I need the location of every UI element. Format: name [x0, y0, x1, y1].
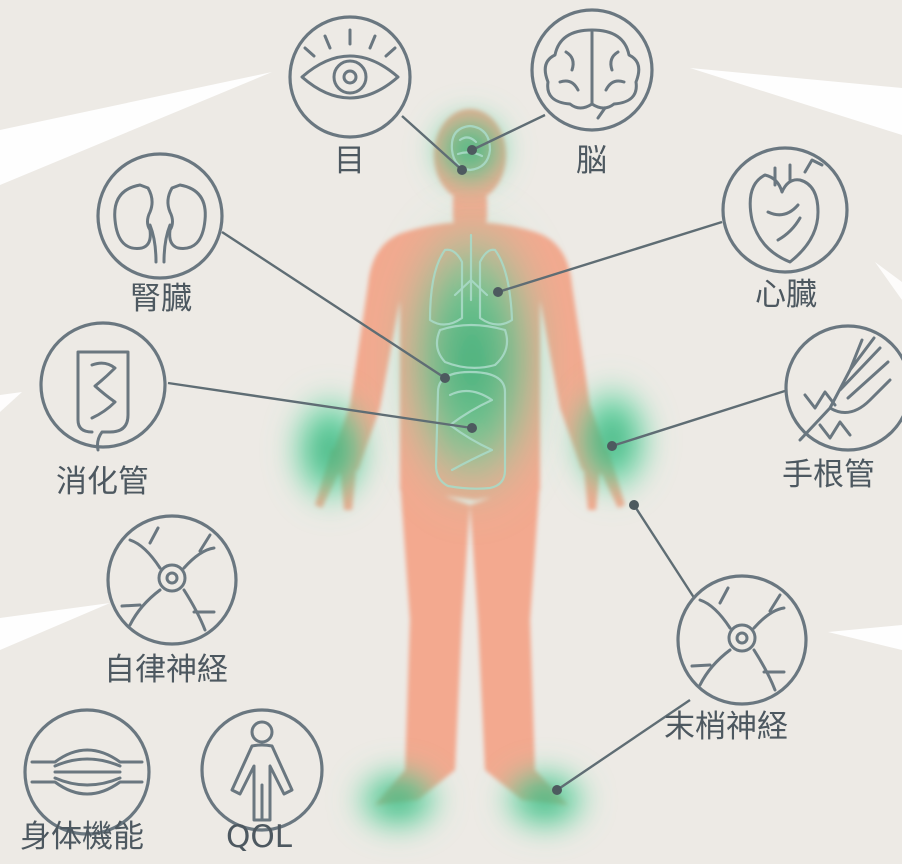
heart-icon	[723, 148, 847, 272]
label-peripheral: 末梢神経	[664, 712, 788, 743]
brain-icon	[532, 10, 652, 130]
label-carpal: 手根管	[782, 460, 875, 491]
digestive-icon	[41, 323, 165, 450]
label-kidney: 腎臓	[130, 284, 192, 315]
label-brain: 脳	[576, 146, 607, 177]
label-autonomic: 自律神経	[104, 655, 228, 686]
label-heart: 心臓	[755, 280, 817, 311]
label-eye: 目	[334, 146, 365, 177]
peripheral-nerve-icon	[678, 576, 806, 704]
person-icon	[202, 710, 322, 830]
eye-icon	[290, 17, 410, 137]
carpal-tunnel-icon	[786, 326, 902, 450]
glow-highlights	[286, 108, 656, 836]
label-qol: QOL	[226, 822, 292, 853]
label-physical: 身体機能	[20, 822, 144, 853]
autonomic-nerve-icon	[108, 516, 236, 644]
kidney-icon	[98, 154, 222, 278]
label-digestive: 消化管	[56, 467, 149, 498]
muscle-icon	[25, 710, 149, 834]
